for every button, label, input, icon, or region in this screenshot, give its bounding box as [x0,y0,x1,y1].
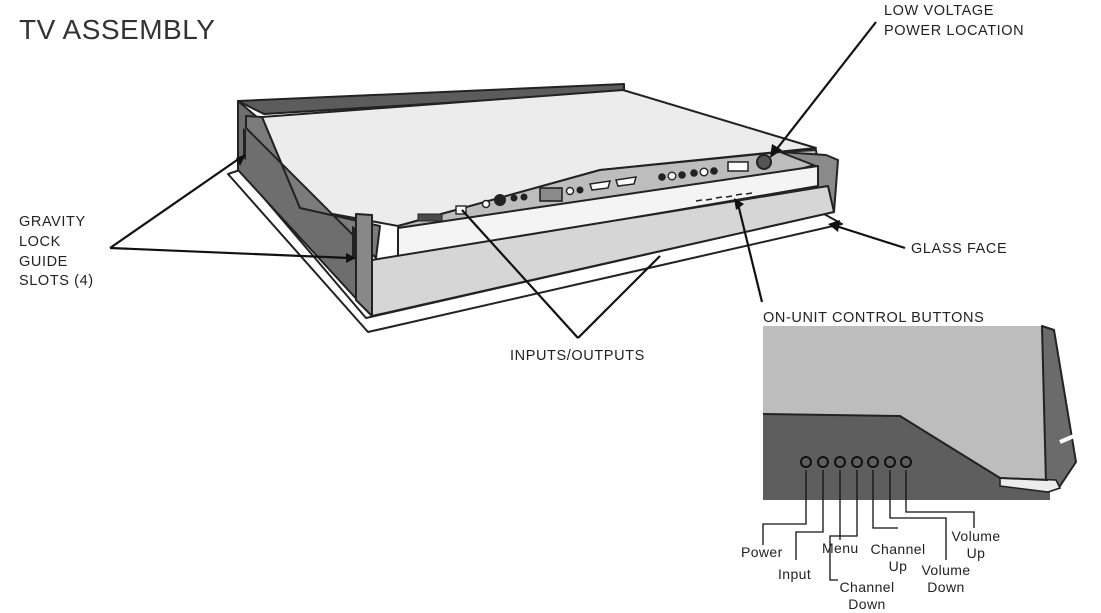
leader-lines [109,21,906,339]
button-channel-up-dot [867,456,879,468]
label-volume-down-line1: Volume [921,562,971,578]
label-channel-down-line2: Down [848,596,886,612]
connector-jack-5 [565,186,575,196]
label-channel-down: Channel Down [838,579,896,613]
label-volume-down: Volume Down [918,562,974,596]
button-power-dot [800,456,812,468]
label-gravity-line1: GRAVITY [19,214,86,230]
label-channel-up-line2: Up [888,558,908,574]
connector-jack-4 [520,193,528,201]
label-volume-up: Volume Up [948,528,1004,562]
button-menu-dot [834,456,846,468]
connector-switch [455,205,467,215]
label-volume-up-line2: Up [966,545,986,561]
connector-jack-8 [667,171,677,181]
label-channel-up: Channel Up [868,541,928,575]
connector-hdmi-1 [589,180,612,191]
page-title: TV ASSEMBLY [19,14,216,45]
gravity-lock-slot-1 [243,128,246,160]
connector-jack-10 [690,169,698,177]
connector-hdmi-2 [615,176,638,187]
label-on-unit-control-buttons: ON-UNIT CONTROL BUTTONS [763,310,985,326]
label-gravity-line2: LOCK [19,234,61,250]
label-gravity-line4: SLOTS (4) [19,273,94,289]
label-volume-up-line1: Volume [951,528,1001,544]
connector-vga [539,187,563,202]
button-input-dot [817,456,829,468]
connector-power-jack [756,154,772,170]
inner-tray-floor [397,165,819,259]
gravity-lock-slot-2 [352,226,356,260]
front-left-strip [355,213,373,317]
button-volume-down-dot [884,456,896,468]
label-channel-up-line1: Channel [870,541,926,557]
label-gravity-line3: GUIDE [19,254,68,270]
label-inputs-outputs: INPUTS/OUTPUTS [510,348,645,364]
label-low-voltage-line2: POWER LOCATION [884,23,1025,39]
connector-green-block [417,213,443,222]
control-button-dashes [695,192,753,202]
arrow-heads [236,144,840,263]
connector-jack-2 [494,194,506,206]
label-glass-face: GLASS FACE [911,241,1008,257]
label-power: Power [741,544,783,560]
label-low-voltage-line1: LOW VOLTAGE [884,3,994,19]
connector-jack-3 [510,194,518,202]
inset-control-buttons [800,456,912,468]
connector-jack-1 [481,199,491,209]
zoom-inset [762,325,1077,500]
inner-left-panel [245,115,381,259]
button-volume-up-dot [900,456,912,468]
connector-jack-7 [658,173,666,181]
label-channel-down-line1: Channel [839,579,895,595]
connector-usb [727,161,749,172]
button-leader-lines [762,470,975,581]
label-menu: Menu [822,540,859,556]
connector-jack-9 [678,171,686,179]
connector-jack-12 [710,167,718,175]
connector-jack-11 [699,167,709,177]
label-input: Input [778,566,812,582]
label-volume-down-line2: Down [927,579,965,595]
button-channel-down-dot [851,456,863,468]
connector-jack-6 [576,186,584,194]
